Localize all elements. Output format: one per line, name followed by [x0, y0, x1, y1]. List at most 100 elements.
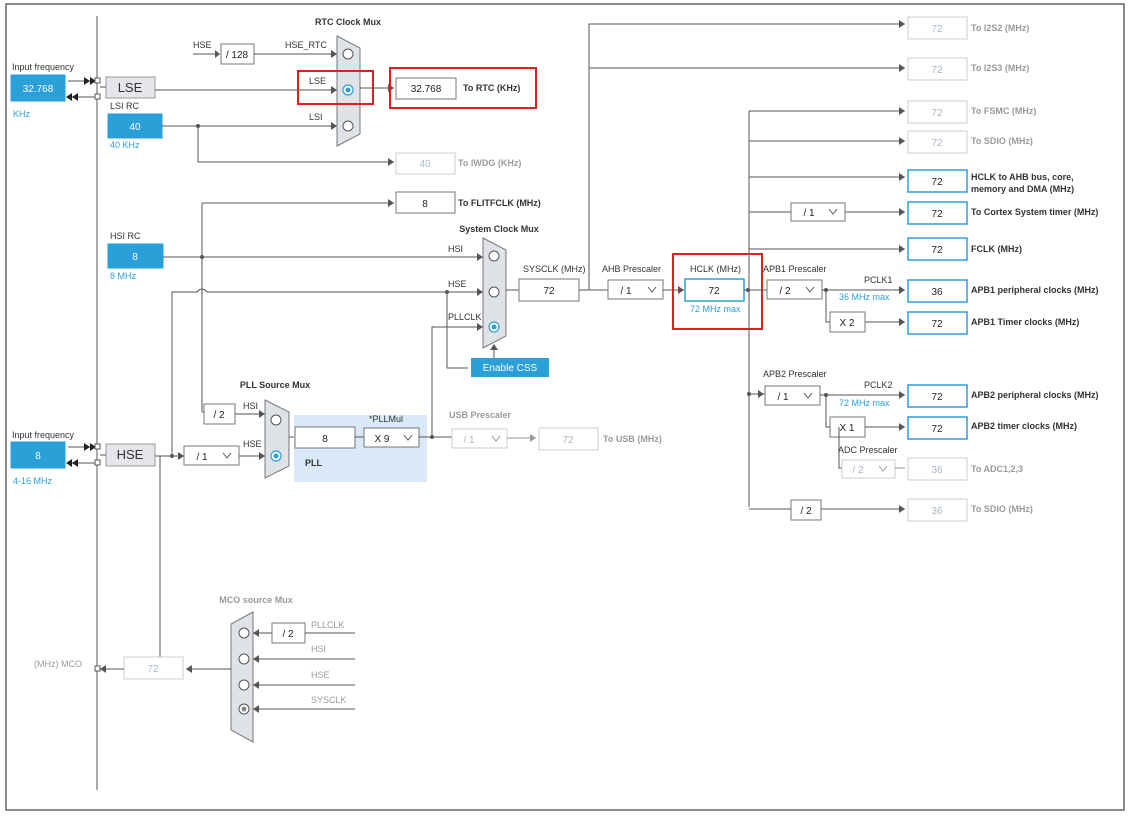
- pll-src-hse-label: HSE: [243, 439, 262, 449]
- apb1-timer-mult-value: X 2: [839, 318, 854, 329]
- sysmux-hse-radio[interactable]: [488, 286, 500, 298]
- hse-frequency-input[interactable]: [10, 441, 66, 469]
- usb-label: To USB (MHz): [603, 434, 662, 444]
- apb2-timer-label: APB2 timer clocks (MHz): [971, 421, 1077, 431]
- pclk2-label: PCLK2: [864, 380, 893, 390]
- hsi-label: HSI RC: [110, 231, 141, 241]
- pll-mul-select[interactable]: [363, 427, 420, 448]
- sysmux-hse-label: HSE: [448, 279, 467, 289]
- mco-pllclk-radio[interactable]: [238, 627, 250, 639]
- lse-frequency-input[interactable]: [10, 74, 66, 102]
- i2s2-output-box: [907, 16, 968, 40]
- ahb-prescaler-label: AHB Prescaler: [602, 264, 661, 274]
- pll-source-mux: [264, 399, 290, 479]
- rtc-mux-hse-radio[interactable]: [342, 48, 354, 60]
- chevron-down-icon: [403, 434, 413, 441]
- hse-arrow-icon: [84, 443, 90, 451]
- sysclk-value: 72: [543, 286, 555, 297]
- apb2-timer-output-box: [907, 416, 968, 440]
- cortex-label: To Cortex System timer (MHz): [971, 207, 1098, 217]
- lse-block-label: LSE: [118, 80, 143, 95]
- pll-mul-label: *PLLMul: [369, 414, 403, 424]
- apb1-prescaler-value: / 2: [779, 286, 791, 297]
- pll-hsi-divider-value: / 2: [213, 410, 225, 421]
- usb-prescaler-label: USB Prescaler: [449, 410, 512, 420]
- mco-pll-divider-value: / 2: [282, 629, 294, 640]
- enable-css-button[interactable]: [471, 358, 549, 377]
- hse-block-label: HSE: [117, 447, 144, 462]
- pll-label: PLL: [305, 458, 323, 468]
- pll-hse-divider-select[interactable]: [183, 445, 240, 466]
- i2s3-label: To I2S3 (MHz): [971, 63, 1029, 73]
- mco-mux-title: MCO source Mux: [219, 595, 293, 605]
- sdio-label: To SDIO (MHz): [971, 136, 1033, 146]
- apb1-periph-value: 36: [931, 287, 943, 298]
- apb1-max: 36 MHz max: [839, 292, 890, 302]
- hse-block: [105, 443, 156, 467]
- apb2-periph-value: 72: [931, 392, 943, 403]
- iwdg-output-value: 40: [419, 159, 431, 170]
- apb1-timer-value: 72: [931, 319, 943, 330]
- fsmc-value: 72: [931, 108, 943, 119]
- flit-output-value: 8: [422, 199, 428, 210]
- rtc-mux-title: RTC Clock Mux: [315, 17, 381, 27]
- cortex-divider-value: / 1: [803, 208, 815, 219]
- lse-arrow-icon-2: [90, 77, 96, 85]
- apb2-timer-mult-value: X 1: [839, 423, 854, 434]
- rtc-mux-lsi-radio[interactable]: [342, 120, 354, 132]
- hclk-ahb-output-box: [907, 169, 968, 193]
- adc-prescaler-label: ADC Prescaler: [838, 445, 898, 455]
- sysmux-pllclk-label: PLLCLK: [448, 312, 482, 322]
- chevron-down-icon: [222, 452, 232, 459]
- mco-hse-radio[interactable]: [238, 679, 250, 691]
- rtc-mux-lse-label: LSE: [309, 76, 326, 86]
- cortex-output-box: [907, 201, 968, 225]
- lsi-label: LSI RC: [110, 101, 140, 111]
- hclk-label: HCLK (MHz): [690, 264, 741, 274]
- apb1-prescaler-select[interactable]: [766, 279, 823, 300]
- ahb-prescaler-select[interactable]: [607, 279, 664, 300]
- apb1-timer-label: APB1 Timer clocks (MHz): [971, 317, 1079, 327]
- rtc-mux-hse-label: HSE: [193, 40, 212, 50]
- sysmux-hsi-radio[interactable]: [488, 250, 500, 262]
- i2s2-label: To I2S2 (MHz): [971, 23, 1029, 33]
- cortex-divider-select[interactable]: [790, 202, 846, 222]
- usb-prescaler-select[interactable]: [451, 428, 508, 449]
- apb2-prescaler-select[interactable]: [764, 385, 821, 406]
- mco-out-label: (MHz) MCO: [34, 659, 82, 669]
- hse-unit: 4-16 MHz: [13, 476, 53, 486]
- mco-hsi-radio[interactable]: [238, 653, 250, 665]
- fclk-output-box: [907, 237, 968, 261]
- flit-output-label: To FLITFCLK (MHz): [458, 198, 541, 208]
- hclk-max: 72 MHz max: [690, 304, 741, 314]
- iwdg-output-label: To IWDG (KHz): [458, 158, 521, 168]
- lse-unit: KHz: [13, 109, 31, 119]
- lse-input-label: Input frequency: [12, 62, 75, 72]
- adc-label: To ADC1,2,3: [971, 464, 1023, 474]
- fsmc-output-box: [907, 100, 968, 124]
- rtc-output-highlight: [389, 67, 537, 109]
- lse-block: [105, 76, 156, 99]
- lse-pin-2: [94, 93, 101, 100]
- apb2-max: 72 MHz max: [839, 398, 890, 408]
- rtc-output-value: 32.768: [411, 84, 442, 95]
- pll-src-hsi-radio[interactable]: [270, 414, 282, 426]
- mco-hsi-label: HSI: [311, 644, 326, 654]
- apb1-periph-label: APB1 peripheral clocks (MHz): [971, 285, 1099, 295]
- mco-output-box: [123, 656, 184, 680]
- usb-output-box: [538, 427, 599, 451]
- hse-back-arrow-icon: [66, 459, 72, 467]
- mco-pllclk-label: PLLCLK: [311, 620, 345, 630]
- rtc-output-label: To RTC (KHz): [463, 83, 520, 93]
- hclk-ahb-label: HCLK to AHB bus, core,: [971, 172, 1074, 182]
- adc-prescaler-select[interactable]: [841, 459, 896, 479]
- rtc-hse-divider-value: / 128: [226, 50, 249, 61]
- pll-source-mux-title: PLL Source Mux: [240, 380, 310, 390]
- sdio-output-box: [907, 130, 968, 154]
- sdio-divider: [790, 499, 822, 521]
- pll-mul-value: X 9: [374, 434, 389, 445]
- adc-value: 36: [931, 465, 943, 476]
- diagram-frame: [5, 3, 1125, 811]
- usb-prescaler-value: / 1: [463, 435, 475, 446]
